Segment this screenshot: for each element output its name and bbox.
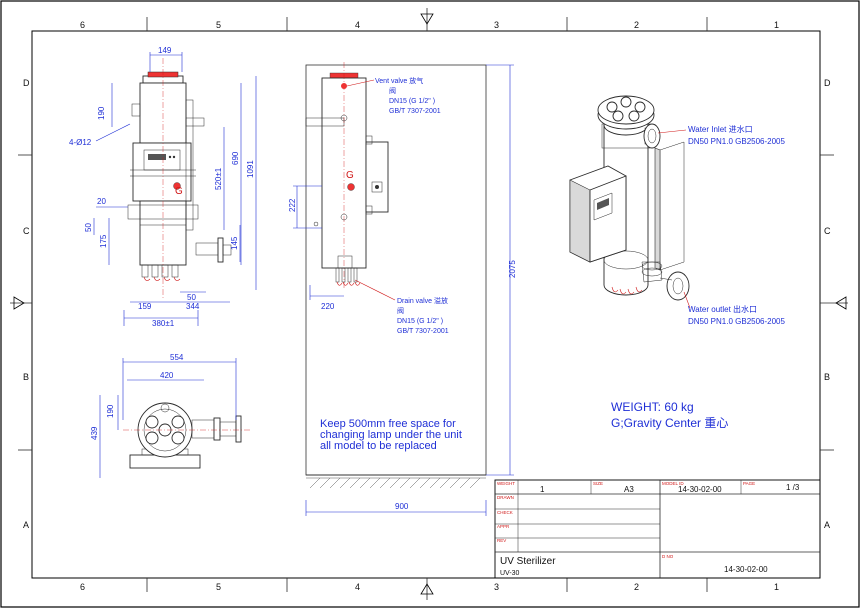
dim-label: 222 — [288, 198, 297, 212]
vent-valve-spec: DN15 (G 1/2" ) — [389, 98, 435, 105]
lamp-clearance-note: Keep 500mm free space for — [320, 418, 456, 430]
water-outlet-spec: DN50 PN1.0 GB2506-2005 — [688, 317, 786, 326]
row-label: B — [824, 372, 830, 382]
top-view: 554 420 190 439 — [90, 353, 250, 478]
side-view: G Vent valve 放气 阀 DN15 (G 1/2" ) GB/T 73… — [288, 62, 517, 516]
col-label: 1 — [774, 582, 779, 592]
lamp-clearance-note: all model to be replaced — [320, 440, 437, 452]
row-label: B — [23, 372, 29, 382]
dim-label: 1091 — [246, 160, 255, 178]
column-labels-bottom: 6 5 4 3 2 1 — [80, 582, 779, 592]
dim-label: 420 — [160, 371, 174, 380]
revision-field-label: REV — [497, 538, 506, 543]
model-id-value: 14-30-02-00 — [678, 485, 722, 494]
gravity-marker: G — [346, 170, 354, 181]
isometric-view: Water Inlet 进水口 DN50 PN1.0 GB2506-2005 W… — [569, 95, 786, 326]
col-label: 5 — [216, 20, 221, 30]
quantity-value: 1 — [540, 485, 545, 494]
frame-ticks — [10, 8, 848, 600]
front-view: G 149 190 4-Ø12 690 520±1 1091 20 50 175… — [69, 46, 257, 328]
dim-label: 50 — [84, 223, 93, 232]
col-label: 2 — [634, 20, 639, 30]
weight-field-label: WEIGHT — [497, 481, 515, 486]
drain-valve-label-2: 阀 — [397, 306, 404, 315]
dim-label: 4-Ø12 — [69, 138, 92, 147]
dim-label: 439 — [90, 426, 99, 440]
dim-label: 554 — [170, 353, 184, 362]
weight-note: WEIGHT: 60 kg — [611, 400, 694, 414]
col-label: 3 — [494, 20, 499, 30]
model-field-label: MODEL ID — [662, 481, 684, 486]
lamp-clearance-note: changing lamp under the unit — [320, 429, 462, 441]
dim-label: 175 — [99, 234, 108, 248]
dim-label: 380±1 — [152, 319, 175, 328]
col-label: 3 — [494, 582, 499, 592]
vent-valve-label: Vent valve 放气 — [375, 76, 423, 85]
column-labels-top: 6 5 4 3 2 1 — [80, 20, 779, 30]
page-value: 1 /3 — [786, 483, 800, 492]
dim-label: 190 — [97, 106, 106, 120]
size-field-label: SIZE — [593, 481, 603, 486]
vent-valve-label-2: 阀 — [389, 86, 396, 95]
drawn-field-label: DRAWN — [497, 495, 514, 500]
row-label: D — [824, 78, 831, 88]
drawing-number-value: 14-30-02-00 — [724, 565, 768, 574]
row-label: D — [23, 78, 30, 88]
dim-label: 190 — [106, 404, 115, 418]
col-label: 6 — [80, 20, 85, 30]
dim-label: 145 — [230, 236, 239, 250]
dim-label: 344 — [186, 302, 200, 311]
col-label: 6 — [80, 582, 85, 592]
water-inlet-spec: DN50 PN1.0 GB2506-2005 — [688, 137, 786, 146]
drain-valve-standard: GB/T 7307-2001 — [397, 328, 449, 335]
dim-label: 220 — [321, 302, 335, 311]
sheet-size-value: A3 — [624, 485, 634, 494]
dim-label: 50 — [187, 293, 196, 302]
col-label: 2 — [634, 582, 639, 592]
col-label: 4 — [355, 20, 360, 30]
col-label: 4 — [355, 582, 360, 592]
dim-label: 159 — [138, 302, 152, 311]
title-block: WEIGHT DRAWN CHECK APPR REV SIZE MODEL I… — [494, 479, 821, 579]
row-labels-right: D C B A — [824, 78, 831, 530]
inner-frame — [31, 30, 821, 579]
drawing-no-field-label: D NO — [662, 554, 674, 559]
dim-label: 900 — [395, 502, 409, 511]
approved-field-label: APPR — [497, 524, 510, 529]
drawing-subtitle: UV-30 — [500, 570, 520, 577]
col-label: 1 — [774, 20, 779, 30]
row-label: C — [23, 226, 30, 236]
dim-label: 520±1 — [214, 167, 223, 190]
dim-label: 690 — [231, 151, 240, 165]
dim-label: 149 — [158, 46, 172, 55]
drain-valve-label: Drain valve 溢放 — [397, 296, 448, 305]
check-field-label: CHECK — [497, 510, 513, 515]
row-label: C — [824, 226, 831, 236]
water-outlet-label: Water outlet 出水口 — [688, 304, 757, 314]
page-field-label: PAGE — [743, 481, 755, 486]
dim-label: 20 — [97, 197, 106, 206]
gravity-marker: G — [175, 186, 183, 197]
water-inlet-label: Water Inlet 进水口 — [688, 124, 753, 134]
dim-label: 2075 — [508, 260, 517, 278]
gravity-center-note: G;Gravity Center 重心 — [611, 416, 728, 430]
row-label: A — [23, 520, 29, 530]
row-label: A — [824, 520, 830, 530]
drain-valve-spec: DN15 (G 1/2" ) — [397, 318, 443, 325]
col-label: 5 — [216, 582, 221, 592]
row-labels-left: D C B A — [23, 78, 30, 530]
drawing-title: UV Sterilizer — [500, 556, 556, 567]
vent-valve-standard: GB/T 7307-2001 — [389, 108, 441, 115]
